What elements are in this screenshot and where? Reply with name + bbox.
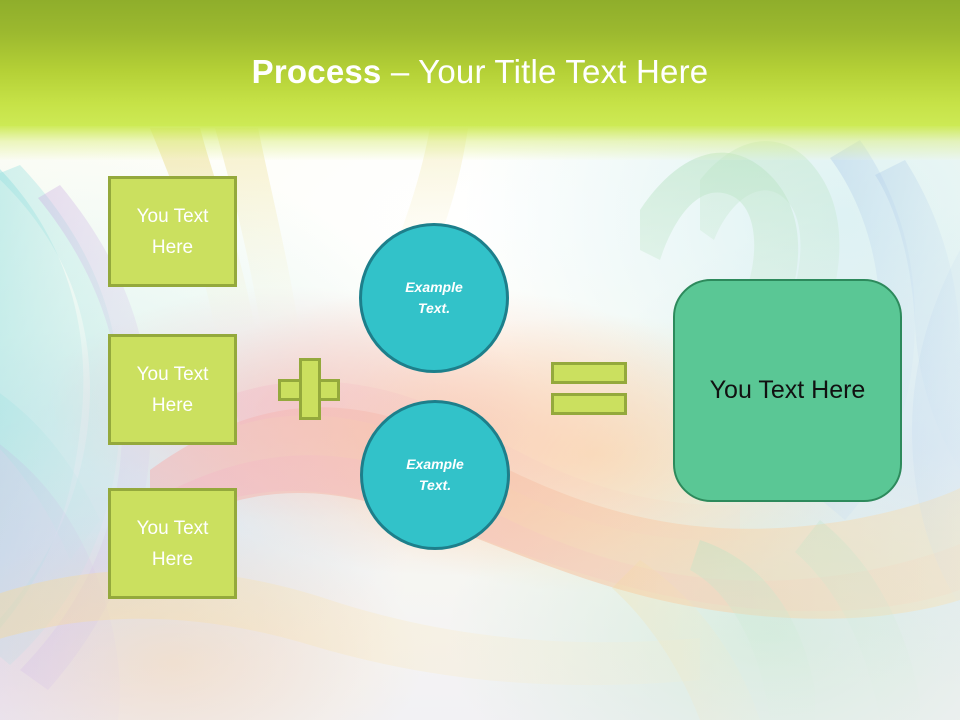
equals-icon-bottom-bar: [551, 393, 627, 415]
input-box-3[interactable]: You Text Here: [108, 488, 237, 599]
plus-icon-center-fill: [302, 382, 318, 398]
slide-header-band: [0, 0, 960, 126]
result-box-label: You Text Here: [709, 376, 866, 404]
input-box-1-label: You Text Here: [136, 205, 209, 258]
header-fade: [0, 126, 960, 160]
slide-title-bold: Process: [251, 53, 382, 90]
input-box-3-label: You Text Here: [136, 517, 209, 570]
example-circle-1-label: Example Text.: [405, 279, 463, 316]
equals-icon: [551, 362, 627, 415]
input-box-2-label: You Text Here: [136, 363, 209, 416]
input-box-2[interactable]: You Text Here: [108, 334, 237, 445]
equals-icon-top-bar: [551, 362, 627, 384]
slide-title: Process – Your Title Text Here: [0, 52, 960, 92]
input-box-1[interactable]: You Text Here: [108, 176, 237, 287]
plus-icon: [278, 358, 340, 420]
slide-title-rest: – Your Title Text Here: [390, 53, 709, 90]
example-circle-2-label: Example Text.: [406, 456, 464, 493]
example-circle-1[interactable]: Example Text.: [359, 223, 509, 373]
result-box[interactable]: You Text Here: [673, 279, 902, 502]
example-circle-2[interactable]: Example Text.: [360, 400, 510, 550]
